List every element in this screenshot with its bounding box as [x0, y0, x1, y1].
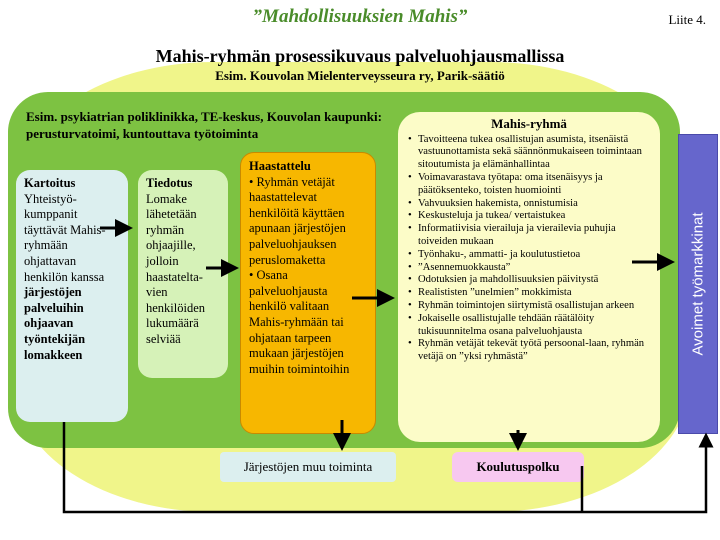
step-mahis-ryhma: Mahis-ryhmä Tavoitteena tukea osallistuj…: [398, 112, 660, 442]
list-item: Työnhaku-, ammatti- ja koulutustietoa: [408, 249, 654, 262]
partner-organizations-label: Esim. psykiatrian poliklinikka, TE-kesku…: [26, 109, 382, 141]
list-item: Voimavarastava työtapa: oma itsenäisyys …: [408, 172, 654, 198]
list-item: Informatiivisia vierailuja ja vierailevi…: [408, 223, 654, 249]
list-item: Vahvuuksien hakemista, onnistumisia: [408, 198, 654, 211]
step-tiedotus-text: Lomake lähetetään ryhmän ohjaajille, jol…: [146, 191, 206, 346]
diagram-subtitle: Esim. Kouvolan Mielenterveysseura ry, Pa…: [215, 68, 505, 83]
open-labour-market-bar: Avoimet työmarkkinat: [678, 134, 718, 434]
step-tiedotus: Tiedotus Lomake lähetetään ryhmän ohjaaj…: [138, 170, 228, 378]
list-item: Jokaiselle osallistujalle tehdään räätäl…: [408, 313, 654, 339]
step-haastattelu: Haastattelu • Ryhmän vetäjät haastattele…: [240, 152, 376, 434]
step-tiedotus-title: Tiedotus: [146, 176, 193, 190]
step-kartoitus-title: Kartoitus: [24, 176, 76, 190]
list-item: Ryhmän toimintojen siirtymistä osallistu…: [408, 300, 654, 313]
list-item: Ryhmän vetäjät tekevät työtä persoonal-l…: [408, 338, 654, 364]
document-title: ”Mahdollisuuksien Mahis”: [252, 6, 468, 27]
step-kartoitus-form: järjestöjen palveluihin ohjaavan työntek…: [24, 285, 86, 362]
step-mahis-title: Mahis-ryhmä: [491, 116, 567, 131]
step-haastattelu-bullet: • Ryhmän vetäjät haastattelevat henkilöi…: [249, 174, 346, 267]
education-path-box: Koulutuspolku: [452, 452, 584, 482]
appendix-label: Liite 4.: [668, 12, 706, 27]
other-activities-box: Järjestöjen muu toiminta: [220, 452, 396, 482]
list-item: Realististen ”unelmien” mokkimista: [408, 287, 654, 300]
step-haastattelu-bullet: • Osana palveluohjausta henkilö valitaan…: [249, 268, 350, 376]
mahis-activity-list: Tavoitteena tukea osallistujan asumista,…: [404, 134, 654, 364]
list-item: ”Asennemuokkausta”: [408, 262, 654, 275]
feedback-path-line: [62, 422, 714, 514]
list-item: Keskusteluja ja tukea/ vertaistukea: [408, 210, 654, 223]
list-item: Odotuksien ja mahdollisuuksien päivityst…: [408, 274, 654, 287]
step-haastattelu-title: Haastattelu: [249, 159, 311, 173]
diagram-title: Mahis-ryhmän prosessikuvaus palveluohjau…: [155, 46, 565, 66]
list-item: Tavoitteena tukea osallistujan asumista,…: [408, 134, 654, 172]
step-kartoitus: Kartoitus Yhteistyö-kumppanit täyttävät …: [16, 170, 128, 422]
step-kartoitus-text: Yhteistyö-kumppanit täyttävät Mahis-ryhm…: [24, 191, 106, 284]
